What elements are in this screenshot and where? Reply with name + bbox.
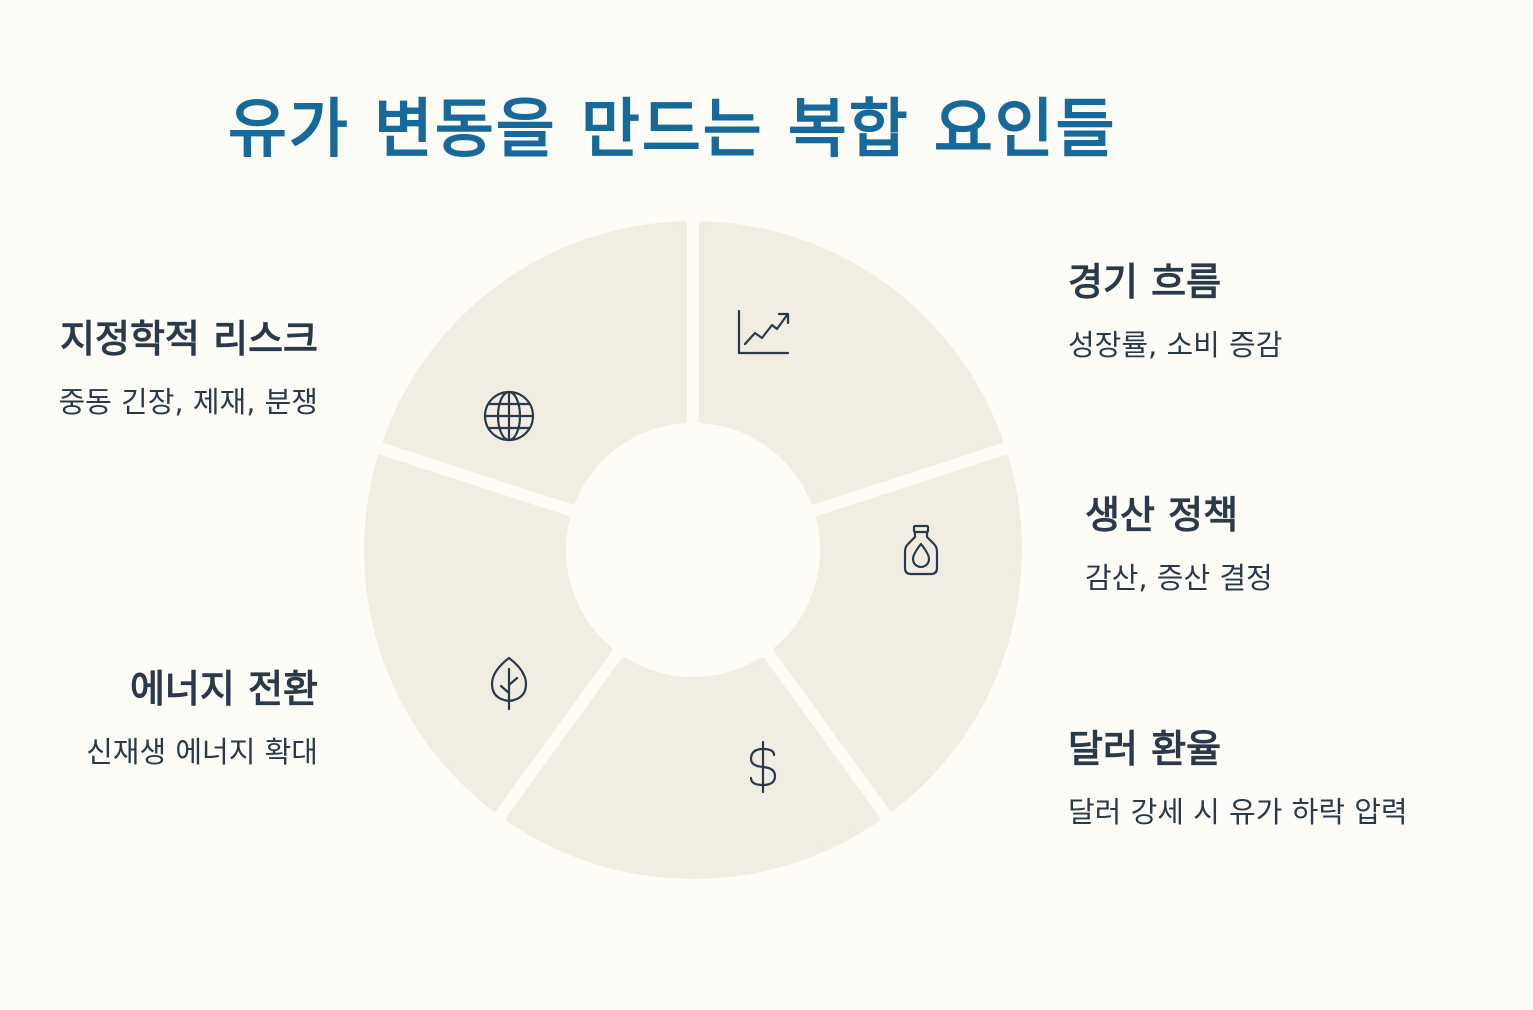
factor-detail: 달러 강세 시 유가 하락 압력 (1068, 794, 1408, 829)
factor-geopolitics: 지정학적 리스크 중동 긴장, 제재, 분쟁 (58, 317, 318, 419)
factor-dollar: 달러 환율 달러 강세 시 유가 하락 압력 (1068, 727, 1408, 829)
factor-detail: 감산, 증산 결정 (1085, 560, 1273, 595)
segment-geopolitics (382, 221, 687, 505)
factor-title: 에너지 전환 (129, 667, 318, 711)
segment-economy (699, 221, 1004, 505)
factor-title: 생산 정책 (1085, 493, 1239, 537)
segment-dollar (505, 657, 881, 879)
factor-detail: 성장률, 소비 증감 (1068, 327, 1283, 362)
factor-production: 생산 정책 감산, 증산 결정 (1085, 493, 1273, 595)
factor-title: 경기 흐름 (1068, 260, 1222, 304)
factor-detail: 신재생 에너지 확대 (86, 734, 318, 769)
segment-energy (364, 454, 613, 812)
factor-detail: 중동 긴장, 제재, 분쟁 (58, 384, 318, 419)
chart-trend-icon (737, 309, 790, 355)
factor-economy: 경기 흐름 성장률, 소비 증감 (1068, 260, 1282, 362)
factor-title: 지정학적 리스크 (60, 317, 318, 361)
page-title: 유가 변동을 만드는 복합 요인들 (228, 93, 1117, 167)
factor-energy: 에너지 전환 신재생 에너지 확대 (86, 667, 318, 769)
dollar-icon (749, 740, 777, 794)
factor-title: 달러 환율 (1068, 727, 1222, 771)
oil-bottle-icon (903, 524, 939, 576)
leaf-icon (490, 656, 528, 711)
segment-production (773, 454, 1022, 812)
globe-icon (483, 390, 535, 442)
